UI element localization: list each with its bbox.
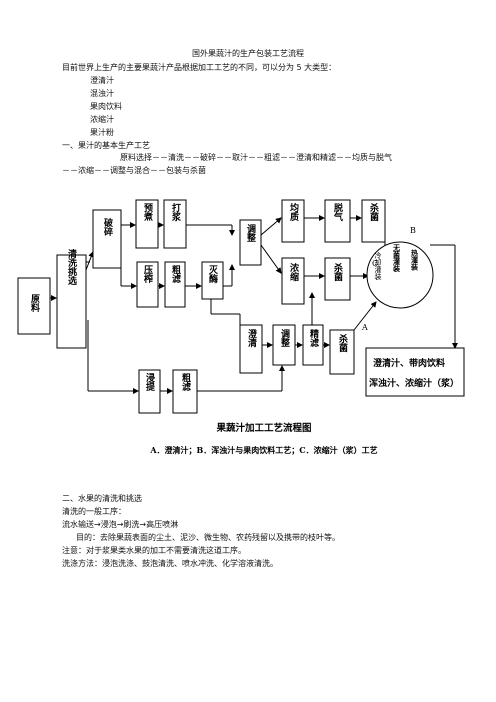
box-pulp — [163, 199, 187, 249]
box-fine — [302, 324, 324, 366]
product-box — [365, 347, 465, 397]
section2-heading: 二、水果的清洗和挑选 — [62, 494, 142, 503]
box-adjust1-label: 调整 — [245, 223, 257, 243]
box-degas — [324, 199, 351, 243]
route-label-a: A — [361, 323, 368, 332]
box-soak-label: 浸提 — [144, 372, 155, 392]
box-homog — [281, 199, 305, 243]
note-text: 注意：对于浆果类水果的加工不需要清洗这道工序。 — [62, 546, 246, 555]
box-adjust2-label: 调整 — [279, 328, 291, 348]
box-steril-b — [361, 199, 386, 243]
box-crush-label: 破碎 — [102, 217, 113, 237]
intro-text: 目前世界上生产的主要果蔬汁产品根据加工工艺的不同，可以分为 5 大类型： — [62, 63, 337, 72]
section1-line2: －－浓缩－－调整与混合－－包装与杀菌 — [62, 166, 206, 175]
box-soak — [138, 369, 161, 414]
type-item: 浓缩汁 — [90, 115, 114, 124]
type-item: 果肉饮料 — [90, 102, 122, 111]
wash-process: 流水输送→浸泡→刷洗→高压喷淋 — [62, 520, 179, 529]
filling-circle — [366, 241, 434, 309]
flowchart-caption: 果蔬汁加工工艺流程图 — [215, 422, 311, 434]
box-raw — [17, 277, 51, 335]
box-clarify — [239, 324, 263, 374]
filling-hot-label: 热灌装 — [411, 249, 420, 272]
box-adjust1 — [239, 219, 262, 266]
box-steril-c — [324, 257, 351, 301]
box-coarse1-label: 粗滤 — [170, 264, 181, 284]
route-label-b: B — [410, 226, 416, 235]
process-flowchart: 原料 清洗挑选 破碎 预煮 打浆 压榨 粗滤 灭酶 调整 均质 脱气 杀菌 浓缩… — [17, 199, 465, 456]
section1-line1: 原料选择－－清洗－－破碎－－取汁－－粗滤－－澄清和精滤－－均质与脱气 — [120, 153, 392, 162]
box-coarse2-label: 粗滤 — [180, 372, 191, 392]
filling-aseptic-label: 无菌灌装 — [393, 244, 402, 273]
box-enzyme-label: 灭酶 — [207, 265, 219, 284]
page-title: 国外果蔬汁的生产包装工艺流程 — [192, 49, 304, 58]
box-fine-label: 精滤 — [308, 328, 319, 348]
type-item: 果汁粉 — [90, 128, 114, 137]
box-press — [136, 261, 159, 308]
route-label-c: C — [372, 259, 378, 268]
wash-process-label: 清洗的一般工序： — [62, 507, 126, 516]
box-steril-a-label: 杀菌 — [337, 333, 348, 353]
box-press-label: 压榨 — [142, 265, 154, 284]
box-precook — [135, 199, 159, 249]
product-line2: 浑浊汁、浓缩汁（浆） — [369, 377, 459, 389]
box-wash-label: 清洗挑选 — [66, 248, 77, 286]
box-steril-b-label: 杀菌 — [368, 202, 379, 222]
flowchart-subcaption: A．澄清汁；B．浑浊汁与果肉饮料工艺；C．浓缩汁（浆）工艺 — [149, 445, 377, 456]
methods-text: 洗涤方法：浸泡洗涤、鼓泡清洗、喷水冲洗、化学溶液清洗。 — [62, 559, 278, 568]
box-enzyme — [201, 261, 224, 300]
filling-cold-label: 冷却灌装 — [374, 251, 382, 281]
box-clarify-label: 澄清 — [246, 328, 257, 348]
box-concentrate — [281, 257, 305, 305]
box-homog-label: 均质 — [288, 202, 299, 222]
box-steril-a — [329, 329, 355, 375]
box-coarse2 — [172, 369, 198, 414]
box-crush — [92, 209, 122, 269]
box-degas-label: 脱气 — [332, 202, 344, 222]
type-item: 澄清汁 — [90, 76, 114, 85]
box-raw-label: 原料 — [29, 294, 40, 313]
box-coarse1 — [164, 261, 186, 308]
purpose-text: 目的：去除果蔬表面的尘土、泥沙、微生物、农药残留以及携带的枝叶等。 — [76, 533, 340, 542]
box-adjust2 — [272, 324, 296, 366]
box-precook-label: 预煮 — [142, 203, 154, 222]
product-line1: 澄清汁、带肉饮料 — [373, 357, 445, 369]
type-item: 混浊汁 — [90, 89, 114, 98]
box-pulp-label: 打浆 — [170, 202, 182, 222]
box-steril-c-label: 杀菌 — [332, 262, 343, 282]
box-wash — [56, 254, 87, 349]
section1-heading: 一、果汁的基本生产工艺 — [62, 141, 150, 150]
box-concentrate-label: 浓缩 — [288, 262, 299, 282]
